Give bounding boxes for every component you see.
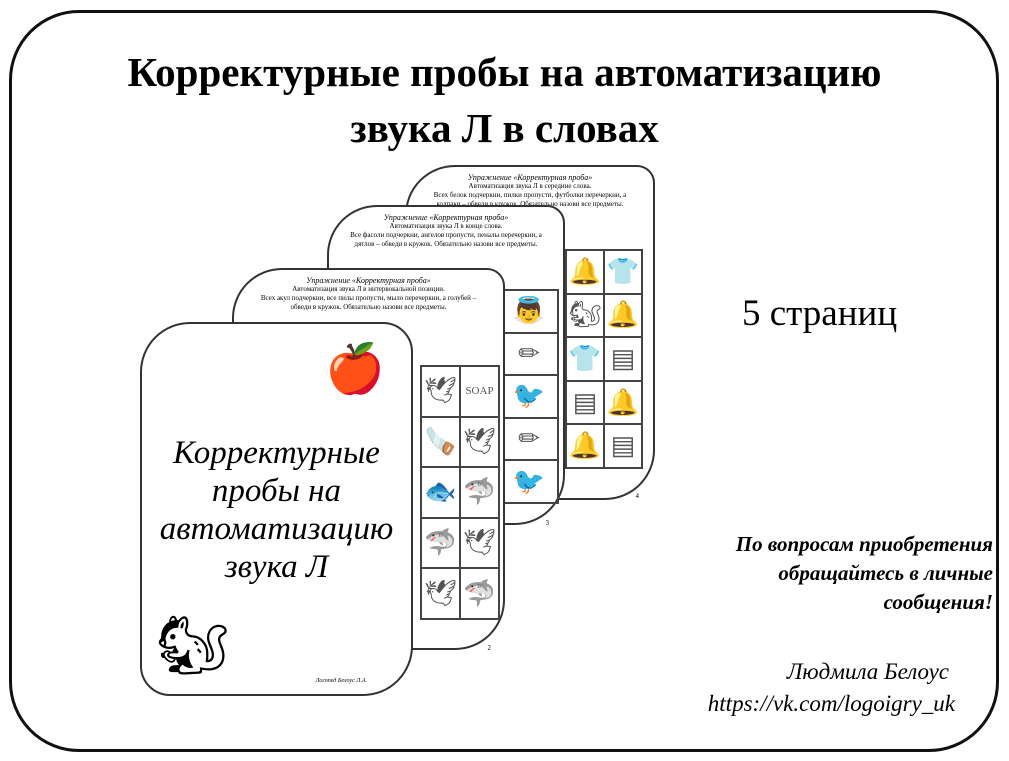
picture-cell: 🔔 xyxy=(566,250,604,294)
picture-cell: 🔔 xyxy=(566,424,604,468)
page-number: 3 xyxy=(545,519,550,527)
squirrel-icon: 🐿 xyxy=(156,613,230,678)
picture-grid: 🕊SOAP🪚🕊🐟🦈🦈🕊🕊🦈 xyxy=(420,365,500,620)
picture-cell: 🦈 xyxy=(460,568,499,619)
exercise-instructions: Всех белок подчеркни, пилки пропусти, фу… xyxy=(433,191,627,208)
picture-cell: 🕊 xyxy=(460,416,499,468)
picture-cell: 🔔 xyxy=(604,380,642,425)
picture-cell: 👕 xyxy=(566,337,604,381)
cover-signature: Логопед Белоус Л.А. xyxy=(315,678,367,684)
page-number: 2 xyxy=(487,644,492,652)
contact-note: По вопросам приобретения обращайтесь в л… xyxy=(736,530,993,617)
apple-icon: 🍎 xyxy=(325,343,385,396)
exercise-title: Упражнение «Корректурная проба» xyxy=(383,213,509,222)
picture-cell: 🦈 xyxy=(460,467,499,518)
picture-cell: 🐦 xyxy=(500,460,558,503)
picture-cell: 👕 xyxy=(604,250,642,294)
title-line: Корректурные пробы на автоматизацию xyxy=(127,49,882,95)
picture-cell: 🕊 xyxy=(460,517,499,569)
page-header: Упражнение «Корректурная проба»Автоматиз… xyxy=(234,270,503,312)
picture-cell: 🐟 xyxy=(421,467,460,518)
picture-grid: 👼✏🐦✏🐦 xyxy=(499,289,559,504)
picture-cell: ▤ xyxy=(604,424,642,468)
cover-line: автоматизацию xyxy=(159,511,394,547)
cover-title: Корректурные пробы на автоматизацию звук… xyxy=(142,434,411,586)
picture-cell: SOAP xyxy=(460,366,499,417)
cover-line: Корректурные xyxy=(173,435,380,471)
contact-line: обращайтесь в личные xyxy=(778,561,993,585)
page-header: Упражнение «Корректурная проба»Автоматиз… xyxy=(329,207,563,249)
picture-cell: 🪚 xyxy=(421,416,460,468)
author-block: Людмила Белоус https://vk.com/logoigry_u… xyxy=(708,656,955,720)
exercise-subtitle: Автоматизация звука Л в конце слова. xyxy=(389,222,503,230)
cover-line: пробы на xyxy=(211,473,342,509)
picture-cell: ✏ xyxy=(500,332,558,376)
cover-page: 🍎 Корректурные пробы на автоматизацию зв… xyxy=(140,322,413,696)
pages-count: 5 страниц xyxy=(742,293,898,334)
cover-line: звука Л xyxy=(224,549,329,585)
picture-grid: 🔔👕🐿🔔👕▤▤🔔🔔▤ xyxy=(565,249,643,469)
picture-cell: 🕊 xyxy=(421,568,460,619)
exercise-instructions: Всех акул подчеркни, все пилы пропусти, … xyxy=(260,294,477,311)
picture-cell: 🦈 xyxy=(421,517,460,569)
exercise-title: Упражнение «Корректурная проба» xyxy=(306,276,431,285)
contact-line: сообщения! xyxy=(883,590,993,614)
picture-cell: 🕊 xyxy=(421,366,460,417)
author-name: Людмила Белоус xyxy=(786,659,949,684)
slide-title: Корректурные пробы на автоматизацию звук… xyxy=(0,44,1009,156)
author-link[interactable]: https://vk.com/logoigry_uk xyxy=(707,691,955,716)
picture-cell: 🐦 xyxy=(500,375,558,418)
exercise-subtitle: Автоматизация звука Л в интервокальной п… xyxy=(292,285,445,293)
page-number: 4 xyxy=(635,492,640,500)
page-header: Упражнение «Корректурная проба»Автоматиз… xyxy=(407,167,653,209)
picture-cell: ▤ xyxy=(604,337,642,381)
picture-cell: 👼 xyxy=(500,290,558,333)
title-line: звука Л в словах xyxy=(350,105,659,151)
picture-cell: 🐿 xyxy=(566,293,604,338)
exercise-title: Упражнение «Корректурная проба» xyxy=(467,173,593,182)
picture-cell: ▤ xyxy=(566,380,604,425)
exercise-instructions: Все фасоли подчеркни, ангелов пропусти, … xyxy=(350,231,542,248)
contact-line: По вопросам приобретения xyxy=(735,532,993,556)
exercise-subtitle: Автоматизация звука Л в середине слова. xyxy=(468,182,592,190)
picture-cell: ✏ xyxy=(500,417,558,461)
slide-frame xyxy=(9,10,999,752)
picture-cell: 🔔 xyxy=(604,293,642,338)
